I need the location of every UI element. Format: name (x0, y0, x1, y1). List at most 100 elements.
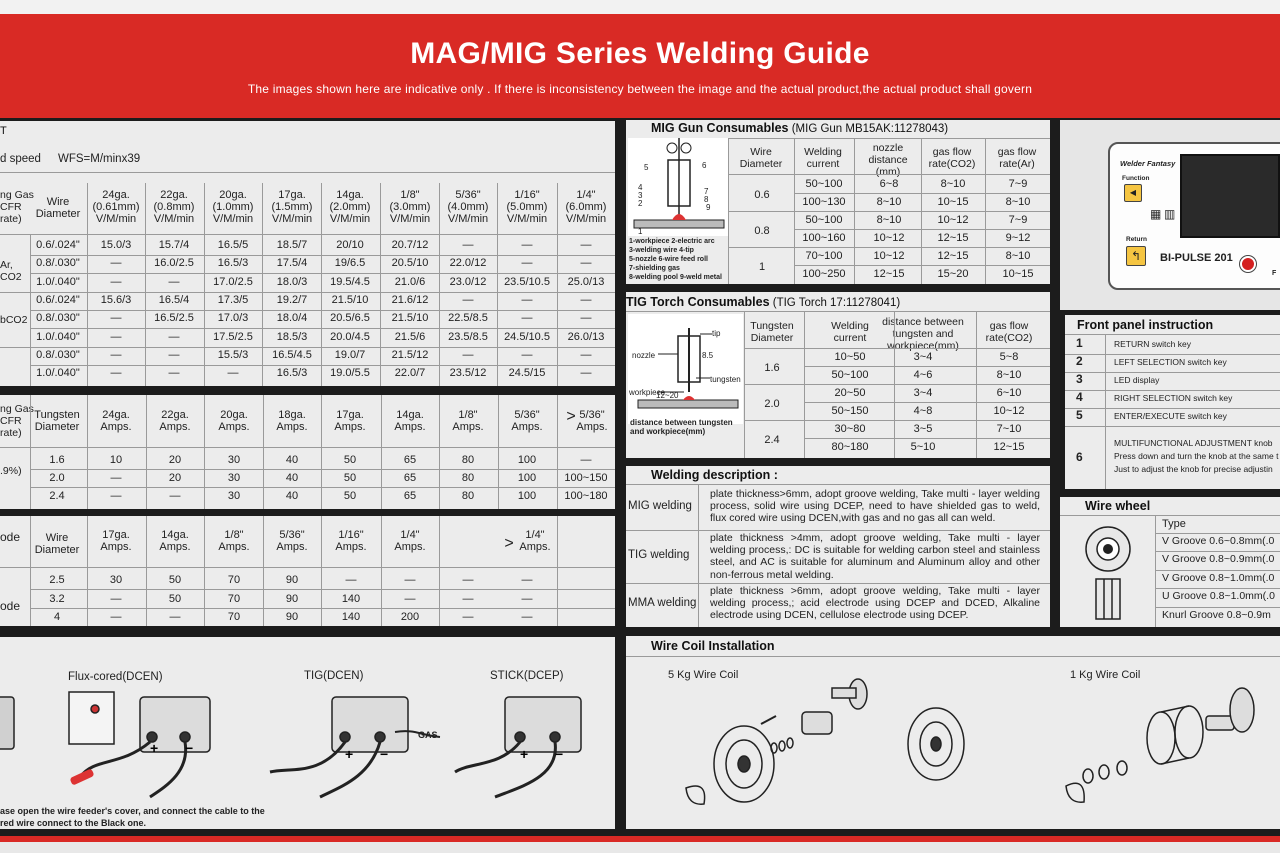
setting-cell: 16.5/5 (217, 239, 249, 251)
setting-cell: — (168, 367, 180, 379)
row-rule (30, 589, 615, 590)
consumable-cell: 10~12 (873, 250, 905, 262)
thickness-header: 1/8"Amps. (452, 409, 484, 433)
amperage-cell: 140 (341, 611, 361, 623)
instruction-text: RETURN switch key (1114, 339, 1191, 349)
electrode-label: ode (0, 530, 21, 544)
setting-cell: — (168, 276, 180, 288)
function-button: ◀ (1124, 184, 1142, 202)
setting-cell: — (110, 276, 122, 288)
label-divider (698, 484, 699, 627)
tig-torch-panel: TIG Torch Consumables (TIG Torch 17:1127… (626, 292, 1050, 458)
polarity-mark: + (150, 740, 158, 756)
amperage-cell: 90 (285, 574, 299, 586)
column-divider (87, 516, 88, 626)
tig-cable (269, 741, 347, 774)
wheel-type-cell: Knurl Groove 0.8~0.9m (1162, 609, 1271, 621)
speed-label: d speed (0, 153, 41, 165)
row-rule (626, 583, 1050, 584)
amperage-cell: 20 (168, 454, 182, 466)
setting-cell: 18.0/3 (276, 276, 308, 288)
setting-cell: 16.0/2.5 (154, 257, 194, 269)
row-rule (794, 229, 1050, 230)
wire-diameter-cell: 2.5 (49, 574, 65, 586)
tig-torch-diagram (628, 314, 743, 424)
process-description: plate thickness >4mm, adopt groove weldi… (710, 532, 1040, 581)
amperage-cell: — (110, 472, 122, 484)
wire-diameter-cell: 0.6 (754, 189, 770, 201)
polarity-mark: − (380, 746, 388, 762)
amperage-cell: — (462, 574, 474, 586)
setting-cell: 20.7/12 (391, 239, 429, 251)
thickness-header: 17ga.Amps. (100, 529, 132, 553)
spool-5kg-mounted (907, 707, 965, 781)
header-rule (728, 138, 1050, 139)
feed-roll-shape (680, 142, 692, 154)
amperage-cell: 100~180 (564, 490, 608, 502)
row-rule (1065, 408, 1280, 409)
setting-cell: 17.3/5 (217, 294, 249, 306)
consumable-cell: 20~50 (834, 387, 866, 399)
thickness-header: 1/4"(6.0mm)V/M/min (565, 189, 607, 225)
thickness-header: 17ga.Amps. (334, 409, 366, 433)
column-divider (263, 395, 264, 509)
wheel-type-cell: V Groove 0.6~0.8mm(.0 (1162, 535, 1275, 547)
diagram-number: 7 (704, 187, 709, 196)
setting-cell: 17.0/2.5 (213, 276, 253, 288)
wheel-type-cell: V Groove 0.8~0.9mm(.0 (1162, 553, 1275, 565)
amperage-cell: 50 (168, 593, 182, 605)
amperage-cell: 80 (461, 472, 475, 484)
column-divider (262, 183, 263, 386)
consumable-cell: 12~15 (937, 232, 969, 244)
wheel-type-cell: V Groove 0.8~1.0mm(.0 (1162, 572, 1275, 584)
consumable-cell: 100~250 (802, 268, 846, 280)
setting-cell: — (521, 349, 533, 361)
return-label: Return (1126, 236, 1147, 243)
amperage-cell: — (521, 611, 533, 623)
consumable-cell: 50~100 (805, 214, 843, 226)
thickness-header: 22ga.(0.8mm)V/M/min (153, 189, 195, 225)
instruction-text: ENTER/EXECUTE switch key (1114, 411, 1227, 421)
tungsten-diameter-cell: 2.4 (49, 490, 65, 502)
column-divider (145, 183, 146, 386)
setting-cell: 19.0/7 (334, 349, 366, 361)
gas-group-label: Ar,CO2 (0, 259, 22, 283)
instruction-number: 2 (1076, 354, 1083, 368)
setting-cell: 17.5/4 (276, 257, 308, 269)
column-divider (381, 516, 382, 626)
row-rule (1155, 551, 1280, 552)
coil-label-1kg: 1 Kg Wire Coil (1070, 669, 1141, 681)
column-divider (321, 516, 322, 626)
process-name: MMA welding (628, 597, 697, 609)
thickness-header: 5/36"Amps. (276, 529, 308, 553)
row-rule (804, 402, 1050, 403)
workpiece-shape (633, 219, 725, 229)
function-label: Function (1122, 175, 1150, 182)
instruction-number: 4 (1076, 390, 1083, 404)
instruction-text: RIGHT SELECTION switch key (1114, 393, 1233, 403)
spacer-rings (770, 737, 794, 754)
amperage-cell: — (110, 490, 122, 502)
amperage-cell: — (462, 593, 474, 605)
tungsten-diameter-cell: 2.4 (764, 434, 780, 446)
row-rule (30, 487, 615, 488)
amperage-cell: 65 (403, 472, 417, 484)
instruction-note: ase open the wire feeder's cover, and co… (0, 806, 265, 816)
group-rule (728, 211, 1050, 212)
thickness-header: 1/16"Amps. (335, 529, 367, 553)
amperage-cell: 50 (343, 472, 357, 484)
setting-cell: 19/6.5 (334, 257, 366, 269)
consumable-cell: 6~10 (996, 387, 1022, 399)
row-rule (794, 193, 1050, 194)
consumable-cell: 10~15 (937, 196, 969, 208)
group-rule (744, 420, 1050, 421)
amperage-cell: 90 (285, 593, 299, 605)
header-rule (0, 447, 615, 448)
diagram-number: 3 (638, 191, 643, 200)
